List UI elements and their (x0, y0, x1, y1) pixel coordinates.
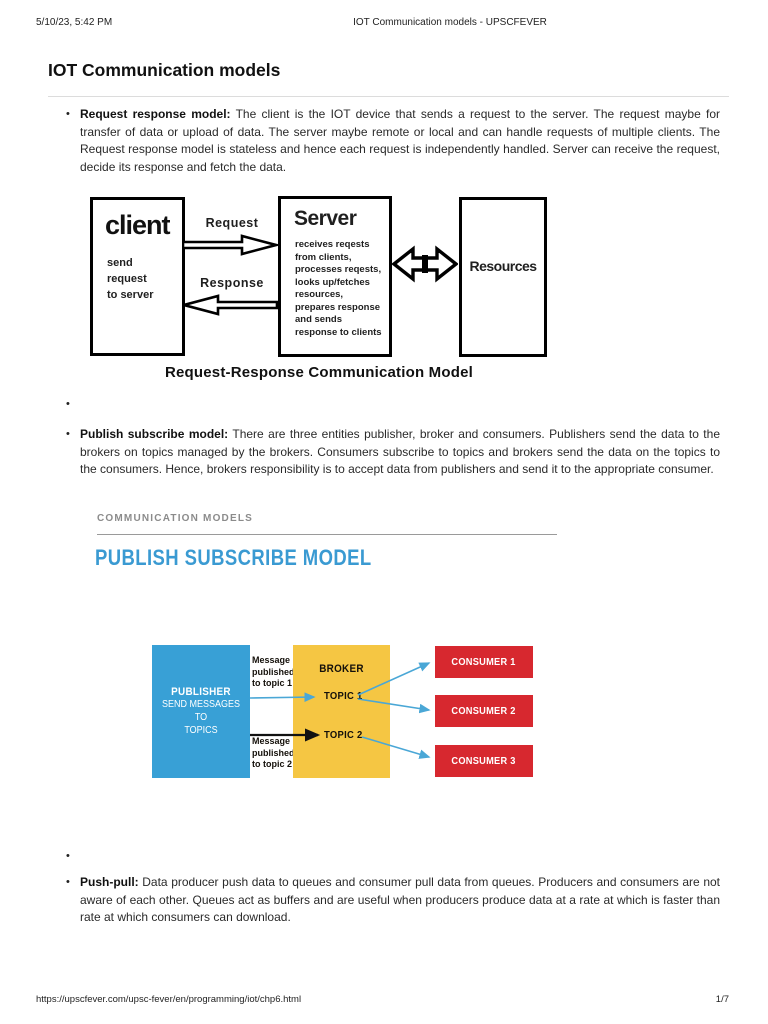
message-label-topic2: Message published to topic 2 (252, 736, 295, 769)
section-divider (97, 534, 557, 535)
double-arrow-icon (392, 245, 458, 283)
header-doc-title: IOT Communication models - UPSCFEVER (353, 17, 547, 28)
communication-models-label: COMMUNICATION MODELS (97, 513, 254, 524)
broker-title: BROKER (319, 663, 364, 675)
bullet-lead: Publish subscribe model: (80, 427, 229, 441)
request-arrow-icon (182, 234, 278, 256)
bullet-text: Push-pull: Data producer push data to qu… (80, 874, 720, 927)
bullet-lead: Request response model: (80, 107, 231, 121)
publisher-title: PUBLISHER (171, 686, 231, 698)
bullet-dot: • (66, 398, 70, 410)
arrow-publisher-topic1 (249, 692, 316, 702)
bullet-push-pull: • Push-pull: Data producer push data to … (66, 874, 720, 927)
client-box-title: client (105, 210, 171, 240)
publish-subscribe-diagram: PUBLISHER SEND MESSAGES TO TOPICS Messag… (152, 645, 533, 778)
server-box-body: receives reqests from clients, processes… (295, 239, 382, 338)
bullet-text: Publish subscribe model: There are three… (80, 426, 720, 479)
title-divider (48, 96, 729, 97)
client-box-body: send request to server (107, 257, 154, 301)
diagram-caption: Request-Response Communication Model (164, 364, 474, 381)
empty-bullet: • (66, 848, 80, 866)
bullet-body: There are three entities publisher, brok… (80, 427, 720, 476)
response-arrow-icon (182, 294, 278, 316)
publisher-subtitle: SEND MESSAGES TO TOPICS (161, 699, 241, 736)
publish-subscribe-heading: PUBLISH SUBSCRIBE MODEL (95, 545, 372, 570)
bullet-body: The client is the IOT device that sends … (80, 107, 720, 174)
resources-box: Resources (459, 197, 547, 357)
server-box-title: Server (294, 207, 357, 230)
arrow-topic1-consumer1 (357, 662, 431, 696)
bullet-dot: • (66, 850, 70, 862)
bullet-dot: • (66, 876, 70, 888)
consumer-1-label: CONSUMER 1 (451, 656, 517, 668)
message-label-topic1: Message published to topic 1 (252, 655, 295, 688)
header-timestamp: 5/10/23, 5:42 PM (36, 17, 113, 28)
bullet-body: Data producer push data to queues and co… (80, 875, 720, 924)
topic-1-label: TOPIC 1 (324, 690, 363, 702)
bullet-request-response: • Request response model: The client is … (66, 106, 720, 176)
bullet-text: Request response model: The client is th… (80, 106, 720, 176)
bullet-dot: • (66, 108, 70, 120)
resources-box-title: Resources (469, 258, 537, 274)
pubsub-arrows (249, 662, 431, 759)
broker-box: BROKER TOPIC 1 TOPIC 2 (293, 645, 390, 778)
arrow-topic2-consumer3 (361, 736, 431, 759)
response-arrow-label: Response (200, 276, 264, 290)
bullet-dot: • (66, 428, 70, 440)
empty-bullet: • (66, 396, 80, 414)
footer-page-number: 1/7 (715, 994, 729, 1005)
bullet-lead: Push-pull: (80, 875, 139, 889)
footer-url: https://upscfever.com/upsc-fever/en/prog… (36, 994, 302, 1005)
request-arrow-label: Request (205, 216, 259, 230)
arrow-topic1-consumer2 (357, 698, 431, 714)
client-box: client send request to server (90, 197, 185, 356)
consumer-1-box: CONSUMER 1 (435, 646, 533, 678)
topic-2-label: TOPIC 2 (324, 729, 363, 741)
consumer-2-box: CONSUMER 2 (435, 695, 533, 727)
consumer-3-box: CONSUMER 3 (435, 745, 533, 777)
consumer-3-label: CONSUMER 3 (451, 755, 517, 767)
bullet-publish-subscribe: • Publish subscribe model: There are thr… (66, 426, 720, 479)
page-title: IOT Communication models (48, 60, 281, 80)
request-response-diagram: client send request to server Request Re… (90, 196, 548, 388)
server-box: Server receives reqests from clients, pr… (278, 196, 392, 357)
publisher-box: PUBLISHER SEND MESSAGES TO TOPICS (152, 645, 250, 778)
consumer-2-label: CONSUMER 2 (451, 705, 517, 717)
